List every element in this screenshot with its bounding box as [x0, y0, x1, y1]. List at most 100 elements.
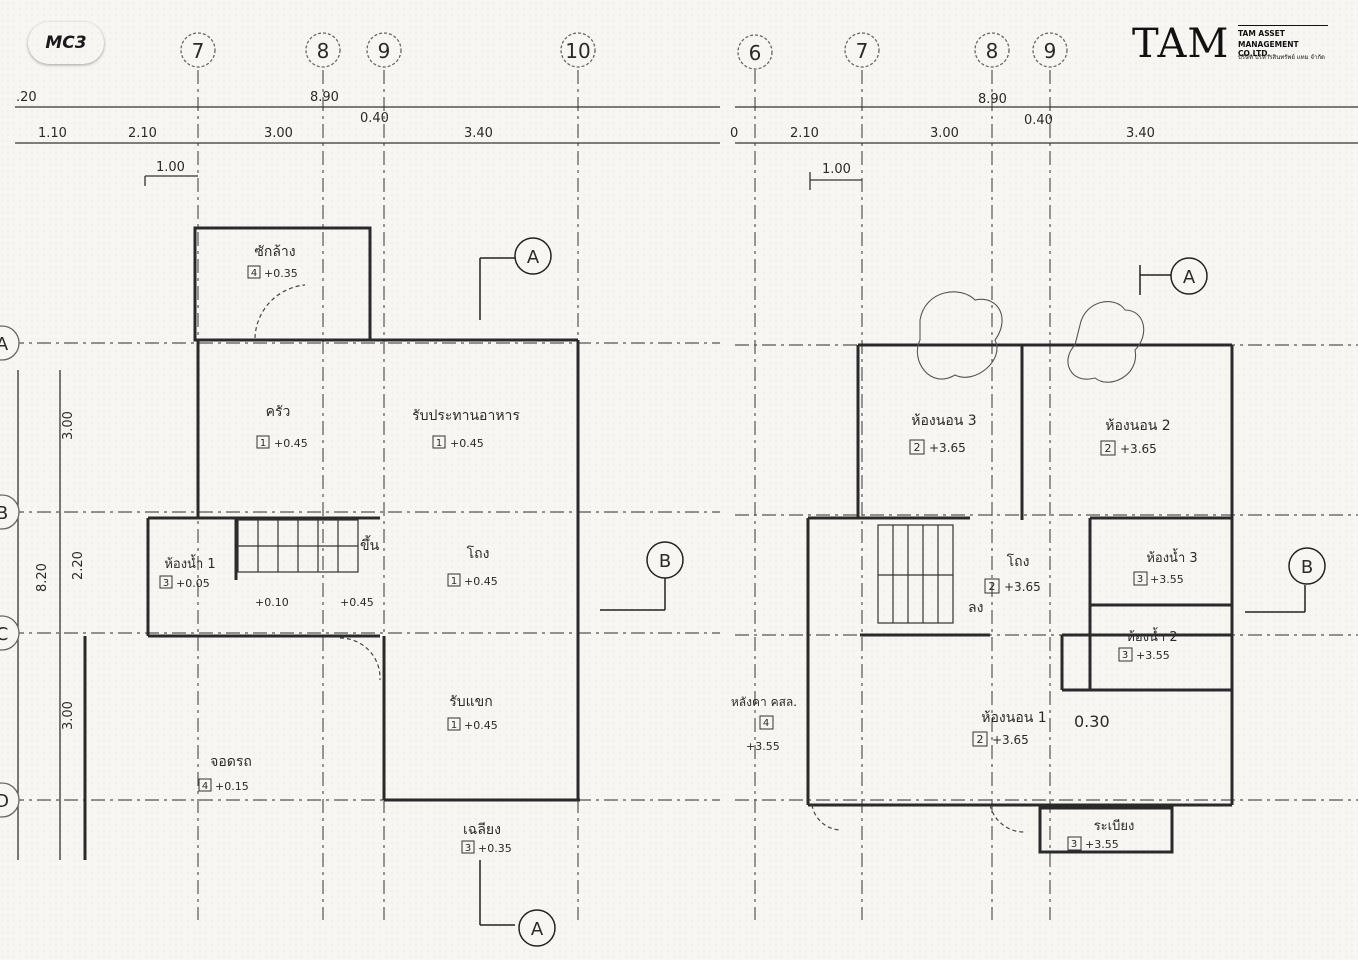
ground-dimension-lines: [15, 106, 720, 860]
floor-code: 2: [1105, 442, 1112, 455]
grid-bubble-side: D: [0, 782, 20, 818]
dim-span: 3.00: [264, 126, 293, 141]
floor-code: 2: [914, 441, 921, 454]
dim-left: 0: [730, 126, 738, 141]
grid-label: 9: [1044, 39, 1057, 63]
room-laundry: ซักล้าง4+0.35: [247, 244, 298, 280]
dim-vertical: 2.20: [71, 551, 86, 580]
grid-label: C: [0, 624, 8, 645]
grid-bubble-top: 8: [974, 32, 1010, 68]
room-level: +3.55: [1136, 649, 1170, 662]
section-marker-a: A: [514, 237, 552, 275]
upper-grid-bubbles: 6 7 8 9: [737, 32, 1068, 70]
grid-bubble-top: 9: [366, 32, 402, 68]
upper-trees: [916, 291, 1145, 383]
room-bathroom-3: ห้องน้ำ 33+3.55: [1133, 548, 1198, 586]
room-name: ระเบียง: [1094, 818, 1135, 834]
floor-code: 3: [1122, 650, 1128, 661]
grid-label: 8: [317, 39, 330, 63]
room-roof-slab: หลังคา คสล.4+3.55: [731, 695, 797, 753]
room-name: โถง: [1007, 553, 1030, 570]
upper-doors: [811, 804, 1026, 833]
grid-bubble-top: 10: [560, 32, 596, 68]
section-marker-b: B: [646, 541, 684, 579]
floor-code: 1: [451, 720, 457, 731]
floor-code: 1: [451, 576, 457, 587]
floor-code: 3: [465, 843, 471, 854]
logo-line-2: MANAGEMENT CO.LTD.: [1238, 40, 1299, 58]
grid-bubble-side: B: [0, 494, 20, 530]
floor-code: 2: [989, 580, 996, 593]
section-marker-a: A: [1170, 257, 1208, 295]
upper-stairs: [877, 524, 954, 624]
room-name: รับแขก: [449, 694, 492, 710]
grid-label: D: [0, 791, 9, 812]
room-name: ห้องน้ำ 3: [1146, 548, 1197, 566]
logo-line-1: TAM ASSET: [1238, 29, 1285, 38]
section-marker-b: B: [1288, 547, 1326, 585]
room-bathroom-1: ห้องน้ำ 13+0.05: [159, 554, 216, 590]
floor-code: 2: [977, 733, 984, 746]
section-label: A: [1183, 267, 1196, 288]
room-terrace: เฉลียง3+0.35: [461, 822, 512, 855]
dim-vertical-total: 8.20: [35, 563, 50, 592]
plan-code-label: MC3: [45, 33, 87, 53]
upper-grid-lines: [735, 70, 1358, 920]
grid-bubble-side: C: [0, 615, 20, 651]
room-name: ห้องน้ำ 2: [1126, 627, 1177, 645]
ground-stairs: [237, 519, 359, 573]
grid-label: 9: [378, 39, 391, 63]
room-balcony: ระเบียง3+3.55: [1067, 818, 1135, 851]
room-name: เฉลียง: [463, 822, 501, 838]
section-label: B: [659, 551, 671, 572]
room-bathroom-2: ห้องน้ำ 2 3 +3.55: [1118, 627, 1178, 662]
grid-bubble-top: 7: [180, 32, 216, 68]
ground-section-lines: [479, 257, 666, 926]
stair-label: ลง: [968, 600, 983, 616]
ground-walls: [83, 226, 580, 860]
ground-floor-plan: [10, 70, 720, 926]
stair-label: ขึ้น: [360, 535, 380, 554]
logo-line-3: บริษัท บริหารสินทรัพย์ แทม จำกัด: [1238, 54, 1325, 61]
grid-bubble-side: A: [0, 325, 20, 361]
room-bedroom-1: ห้องนอน 12+3.65: [972, 710, 1047, 747]
room-name: ห้องน้ำ 1: [164, 554, 215, 572]
room-level: +0.15: [215, 780, 249, 793]
ground-dimension-text: .20 8.90 1.10 2.10 3.00 0.40 3.40 1.00 3…: [16, 90, 493, 730]
grid-label: 6: [749, 41, 762, 65]
dim-span: 2.10: [128, 126, 157, 141]
logo-rule: [1238, 25, 1328, 26]
room-bedroom-3: ห้องนอน 32+3.65: [909, 413, 977, 455]
room-level: +0.35: [264, 267, 298, 280]
dim-total: 8.90: [310, 90, 339, 105]
dim-span: 3.40: [1126, 126, 1155, 141]
dim-vertical: 3.00: [61, 411, 76, 440]
note-label: 0.30: [1074, 712, 1110, 731]
room-name: ซักล้าง: [254, 244, 295, 260]
room-level: +0.45: [450, 437, 484, 450]
dim-span: 2.10: [790, 126, 819, 141]
room-level: +3.65: [1120, 442, 1157, 456]
room-bedroom-2: ห้องนอน 22+3.65: [1100, 418, 1171, 456]
level-label: +0.10: [255, 596, 289, 609]
dim-offset: 1.00: [822, 162, 851, 177]
room-upper-hall: โถง 2 +3.65: [984, 553, 1041, 594]
room-level: +0.45: [464, 575, 498, 588]
upper-floor-plan: [735, 70, 1358, 920]
dim-offset: 1.00: [156, 160, 185, 175]
room-level: +3.65: [1004, 580, 1041, 594]
room-name: ครัว: [266, 404, 291, 420]
dim-span: 0.40: [360, 111, 389, 126]
room-name: หลังคา คสล.: [731, 695, 797, 709]
floor-code: 1: [260, 438, 266, 449]
grid-bubble-top: 9: [1032, 32, 1068, 68]
company-logo: TAM TAM ASSET MANAGEMENT CO.LTD. บริษัท …: [1132, 24, 1332, 68]
upper-section-lines: [1139, 265, 1306, 613]
grid-label: 7: [192, 39, 205, 63]
dim-span: 0.40: [1024, 113, 1053, 128]
